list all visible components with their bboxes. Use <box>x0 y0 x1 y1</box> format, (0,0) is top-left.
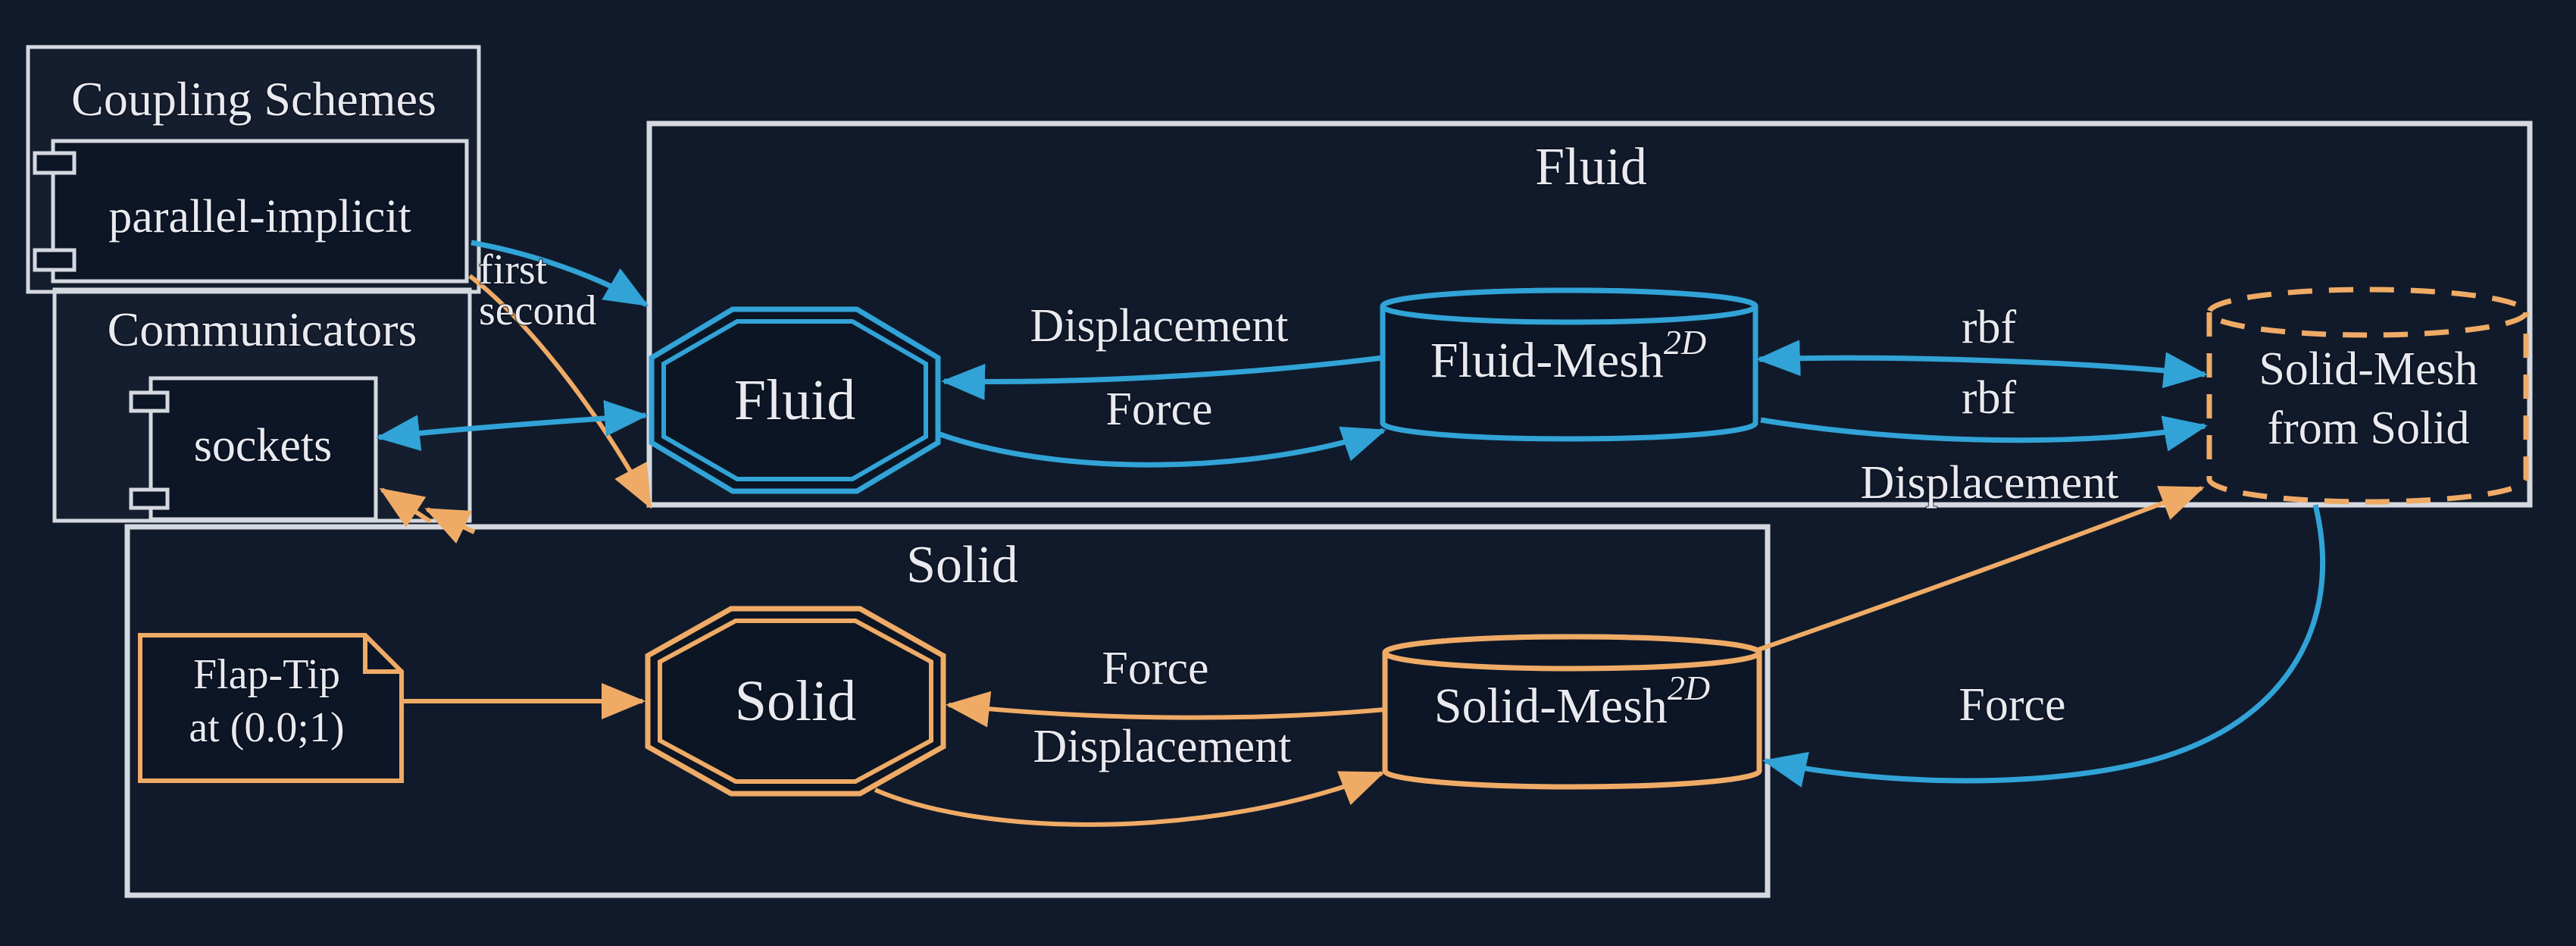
edge-force-to-solid-node <box>946 691 1386 728</box>
fluid-solver-node <box>649 306 941 494</box>
remote-mesh-label-line1: Solid-Mesh <box>2259 343 2478 395</box>
label-force-solid: Force <box>1102 643 1208 694</box>
label-displacement-fluid: Displacement <box>1030 300 1289 352</box>
edge-displacement-to-solid-mesh <box>874 771 1385 827</box>
solid-node-label: Solid <box>735 669 857 733</box>
label-rbf-write: rbf <box>1962 372 2017 424</box>
solid-solver-node <box>645 606 946 797</box>
fluid-container-title: Fluid <box>1535 138 1647 196</box>
flap-tip-note <box>138 633 404 783</box>
solid-mesh-cylinder-top <box>1382 634 1762 672</box>
fluid-container <box>646 121 2533 508</box>
edge-displacement-to-remote-mesh <box>1755 486 2205 653</box>
solid-container-title: Solid <box>906 536 1018 594</box>
solid-solver-node-inner <box>658 619 933 784</box>
component-tab-icon <box>33 151 77 175</box>
edge-rbf-read-mapping <box>1756 340 2208 389</box>
edge-sockets-fluid <box>376 399 649 452</box>
label-displacement-solid: Displacement <box>1033 721 1292 772</box>
label-force-fluid: Force <box>1105 384 1212 435</box>
fluid-mesh-label: Fluid-Mesh2D <box>1430 323 1706 388</box>
remote-mesh-cylinder <box>2206 312 2529 505</box>
coupling-schemes-box <box>26 45 481 294</box>
edge-force-to-fluid-mesh <box>936 426 1386 468</box>
label-rbf-read: rbf <box>1962 302 2017 353</box>
coupling-schemes-title: Coupling Schemes <box>71 72 436 126</box>
edge-scheme-second-participant <box>468 274 652 509</box>
edge-rbf-write-mapping <box>1760 415 2208 452</box>
edge-solid-sockets-b <box>424 507 476 544</box>
sockets-component <box>148 376 378 522</box>
fluid-solver-node-inner <box>661 319 928 481</box>
label-first: first <box>479 246 548 293</box>
remote-mesh-label-line2: from Solid <box>2268 403 2470 454</box>
solid-container <box>124 524 1771 898</box>
fluid-node-label: Fluid <box>734 368 856 432</box>
label-second: second <box>479 287 597 334</box>
note-fold-icon <box>363 635 402 674</box>
parallel-implicit-component <box>51 139 469 283</box>
component-tab-icon <box>33 248 77 272</box>
edge-scheme-first-participant <box>470 240 649 308</box>
flap-tip-note-line1: Flap-Tip <box>193 651 340 698</box>
label-displacement-write: Displacement <box>1861 457 2119 509</box>
component-tab-icon <box>129 487 170 510</box>
label-force-read: Force <box>1959 679 2065 731</box>
edge-displacement-to-fluid-node <box>941 355 1383 400</box>
remote-mesh-cylinder-top <box>2206 287 2529 338</box>
component-tab-icon <box>129 390 170 413</box>
fluid-mesh-cylinder-top <box>1380 287 1758 325</box>
solid-mesh-label: Solid-Mesh2D <box>1434 669 1710 734</box>
parallel-implicit-label: parallel-implicit <box>108 191 411 243</box>
flap-tip-note-line2: at (0.0;1) <box>189 704 344 751</box>
communicators-title: Communicators <box>108 302 417 356</box>
edge-solid-sockets-a <box>379 487 432 528</box>
sockets-label: sockets <box>194 420 333 471</box>
edge-force-from-remote-mesh <box>1762 504 2326 788</box>
